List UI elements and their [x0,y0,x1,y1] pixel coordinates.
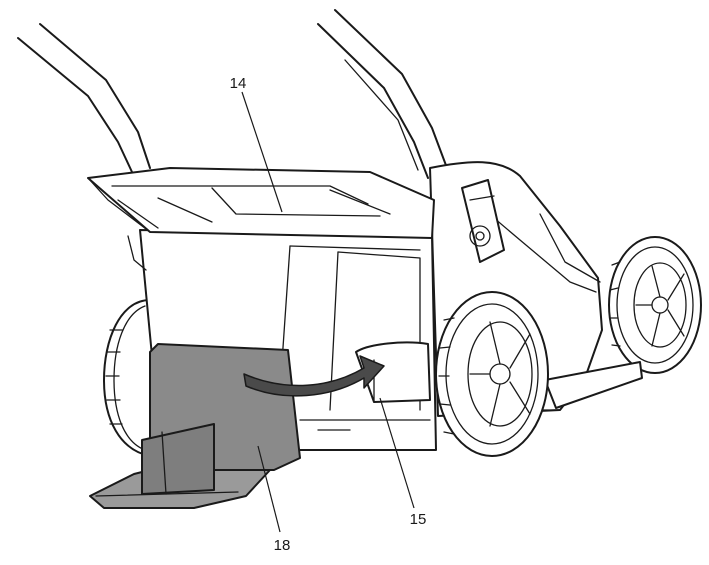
rear-wheel-near [435,291,549,457]
plug-base [89,423,271,509]
handle-bar-right [317,9,451,179]
leader-14 [241,91,283,213]
leader-15 [379,397,415,509]
callout-15: 15 [410,511,427,528]
grass-bag-top [87,167,435,271]
rear-wheel-left [103,299,161,457]
height-adjust-lever [461,179,505,263]
discharge-opening [355,341,431,403]
callout-14: 14 [230,75,247,92]
callout-18: 18 [274,537,291,554]
rear-wheel-right [608,236,702,374]
insert-direction-arrow [243,355,385,397]
leader-18 [257,445,281,533]
handle-bar-left [17,23,151,173]
